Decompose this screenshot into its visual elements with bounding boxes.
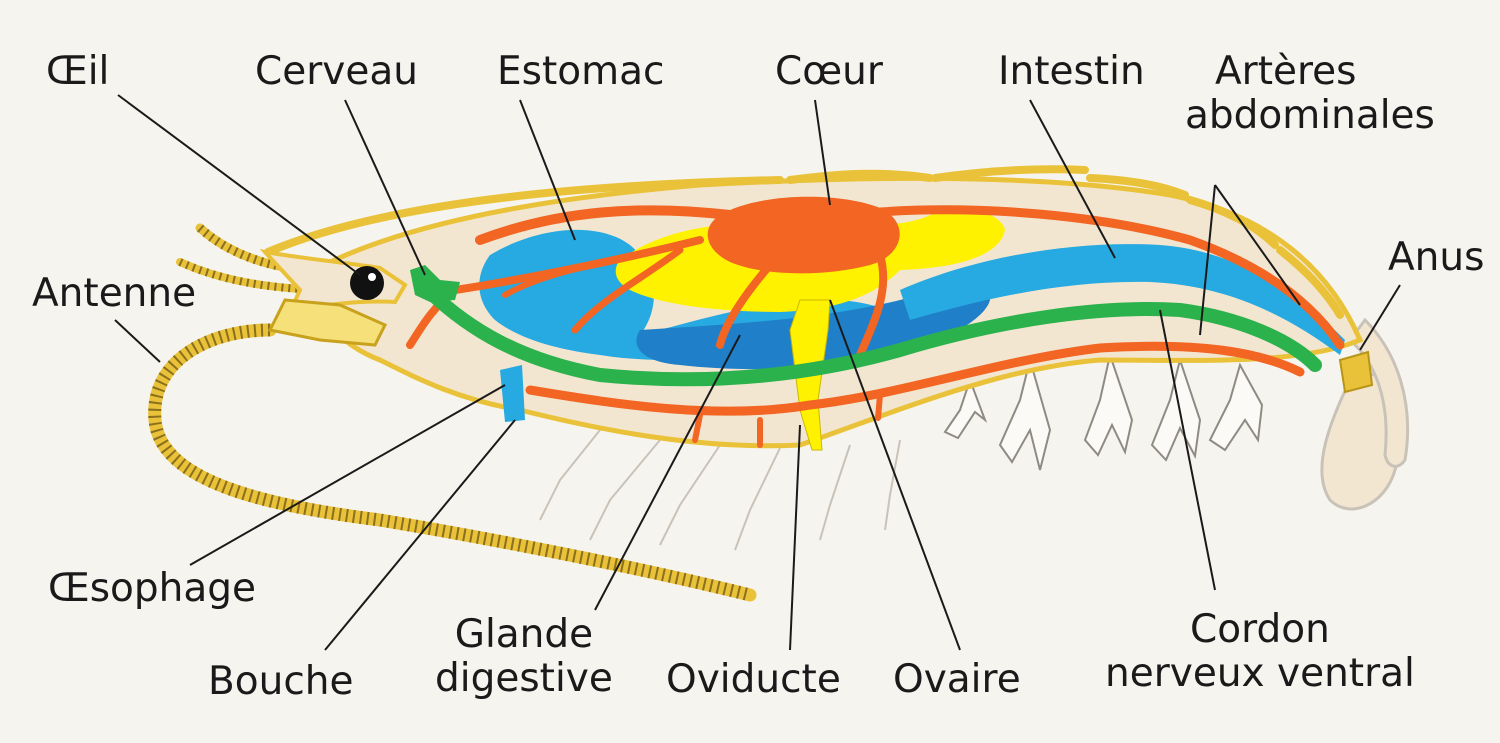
walking-leg-4 — [734, 447, 781, 551]
label-oeil: Œil — [46, 49, 110, 94]
walking-leg-2 — [589, 439, 661, 541]
leader-cerveau — [344, 99, 426, 276]
leader-ovaire — [829, 299, 961, 651]
label-cordon-line-1: Cordon — [1190, 607, 1330, 652]
label-anus: Anus — [1388, 235, 1485, 280]
arteries — [406, 205, 1345, 448]
label-estomac: Estomac — [497, 49, 665, 94]
label-glande-line-1: Glande — [454, 612, 594, 657]
pleopod-1 — [998, 356, 1052, 471]
leader-lines — [114, 94, 1401, 651]
walking-leg-3 — [659, 444, 721, 546]
leader-arteres-2 — [1214, 184, 1301, 306]
label-bouche: Bouche — [208, 659, 354, 704]
ventral-artery — [525, 341, 1305, 416]
brain-shape — [410, 265, 460, 302]
oesophagus-shape — [500, 365, 525, 422]
walking-leg-6 — [884, 439, 901, 531]
leader-estomac — [519, 99, 576, 241]
dorsal-artery-front — [475, 205, 735, 245]
anal-segment — [1338, 350, 1374, 394]
label-arteres-line-1: Artères — [1215, 49, 1357, 94]
pleopod-2 — [1083, 351, 1134, 457]
pleopod-0 — [943, 377, 988, 440]
segment-1 — [786, 169, 934, 184]
label-antenne: Antenne — [32, 271, 197, 316]
leader-cordon — [1159, 309, 1216, 591]
label-oviducte: Oviducte — [666, 657, 841, 702]
telson — [1347, 317, 1410, 468]
antenna-base — [267, 298, 388, 347]
label-glande-line-2: digestive — [435, 655, 613, 701]
ventral-branch-3 — [875, 392, 883, 421]
antennule-lower-rings — [178, 258, 321, 294]
leader-bouche — [324, 419, 516, 651]
dorsal-artery-back — [875, 205, 1345, 350]
long-antenna-rings — [148, 323, 752, 602]
leader-oesophage — [189, 384, 506, 566]
leader-oeil — [117, 94, 361, 276]
carapace-top — [264, 176, 784, 256]
segment-3 — [1086, 174, 1189, 199]
leader-arteres-1 — [1199, 184, 1216, 336]
pleopod-3 — [1150, 356, 1202, 462]
label-cerveau: Cerveau — [255, 49, 418, 94]
pleopods — [943, 351, 1264, 471]
heart-rear-branch — [856, 251, 888, 359]
segment-5 — [1276, 246, 1344, 319]
pleopod-4 — [1208, 362, 1264, 452]
label-cordon-line-2: nerveux ventral — [1105, 650, 1415, 696]
label-cordon-nerveux-ventral: Cordon nerveux ventral — [1105, 608, 1415, 695]
hepatic-branch-2 — [502, 252, 643, 298]
leader-intestin — [1029, 99, 1116, 259]
label-oesophage: Œsophage — [48, 566, 257, 611]
intestine-shape — [900, 244, 1345, 355]
heart-shape — [707, 196, 900, 274]
leader-oviducte — [789, 424, 801, 651]
segment-2 — [931, 165, 1089, 182]
hepatic-branch-1 — [571, 246, 684, 334]
leader-coeur — [814, 99, 831, 206]
nerve-cord — [423, 285, 1322, 387]
label-arteres-line-2: abdominales — [1185, 92, 1435, 138]
dorsal-segments — [264, 165, 1344, 319]
label-arteres-abdominales: Artères abdominales — [1185, 50, 1435, 137]
ventral-branch-1 — [692, 412, 703, 443]
label-coeur: Cœur — [775, 49, 883, 94]
walking-legs — [539, 429, 901, 551]
leader-anus — [1359, 284, 1401, 351]
heart-down-branch — [716, 261, 774, 349]
walking-leg-1 — [539, 429, 601, 521]
walking-leg-5 — [819, 444, 851, 541]
label-ovaire: Ovaire — [893, 657, 1021, 702]
leader-glande — [594, 334, 741, 611]
label-intestin: Intestin — [998, 49, 1145, 94]
label-glande-digestive: Glande digestive — [435, 613, 613, 700]
leader-antenne — [114, 319, 161, 363]
